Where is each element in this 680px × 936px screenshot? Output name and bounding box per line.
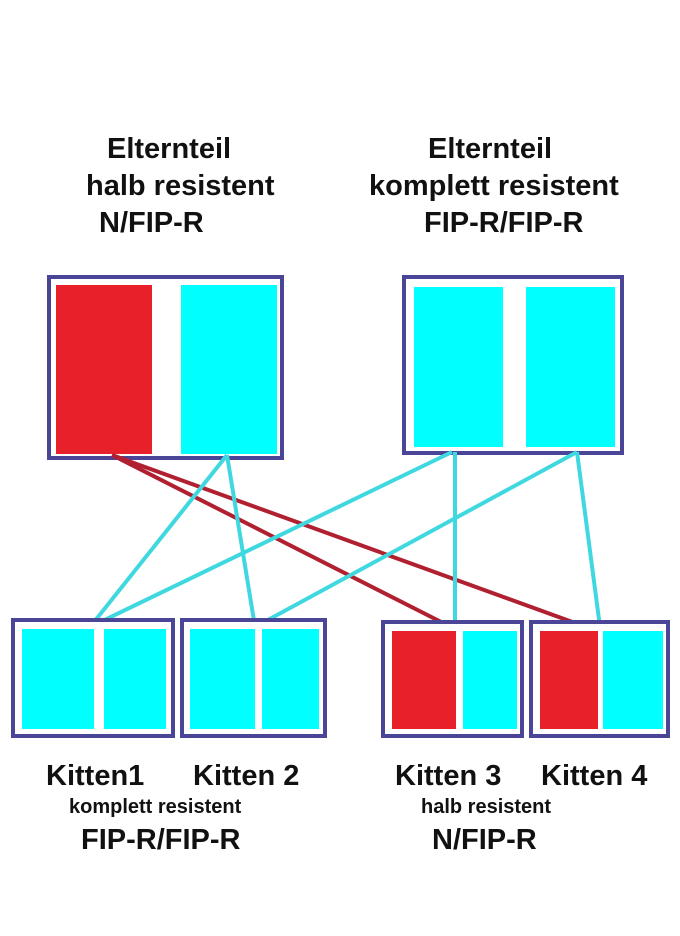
parent1-allele-n: [56, 285, 152, 454]
kitten2-allele-2: [262, 629, 319, 729]
kitten3-allele-fipr: [463, 631, 517, 729]
line-p2b-k2: [254, 450, 578, 629]
kitten3-name: Kitten 3: [395, 760, 502, 792]
kitten4-box: [529, 620, 670, 738]
line-p2a-k1: [89, 450, 453, 629]
kitten2-box: [180, 618, 327, 738]
group2-genotype: N/FIP-R: [432, 824, 537, 856]
line-p1r-k2: [225, 454, 257, 628]
group2-status: halb resistent: [421, 796, 552, 818]
group1-genotype: FIP-R/FIP-R: [81, 824, 241, 856]
parent1-box: [47, 275, 284, 460]
parent1-genotype: N/FIP-R: [99, 207, 204, 239]
parent2-status: komplett resistent: [369, 170, 619, 202]
line-p2b-k4: [575, 451, 602, 628]
kitten3-box: [381, 620, 524, 738]
kitten1-allele-2: [104, 629, 166, 729]
kitten1-box: [11, 618, 175, 738]
parent2-allele-fipr-2: [526, 287, 615, 447]
kitten2-name: Kitten 2: [193, 760, 300, 792]
kitten3-allele-n: [392, 631, 456, 729]
group1-status: komplett resistent: [69, 796, 242, 818]
parent2-allele-fipr-1: [414, 287, 503, 447]
parent2-title: Elternteil: [428, 133, 553, 165]
kitten1-allele-1: [22, 629, 94, 729]
parent2-genotype: FIP-R/FIP-R: [424, 207, 584, 239]
kitten2-allele-1: [190, 629, 255, 729]
parent1-allele-fipr: [181, 285, 277, 454]
line-p1n-k4: [111, 453, 601, 634]
parent2-box: [402, 275, 624, 455]
line-p1r-k1: [88, 453, 229, 629]
parent1-title: Elternteil: [107, 133, 232, 165]
kitten4-allele-fipr: [603, 631, 663, 729]
kitten4-allele-n: [540, 631, 598, 729]
kitten4-name: Kitten 4: [541, 760, 648, 792]
kitten1-name: Kitten1: [46, 760, 145, 792]
parent1-status: halb resistent: [86, 170, 275, 202]
line-p1n-k3: [111, 453, 458, 632]
